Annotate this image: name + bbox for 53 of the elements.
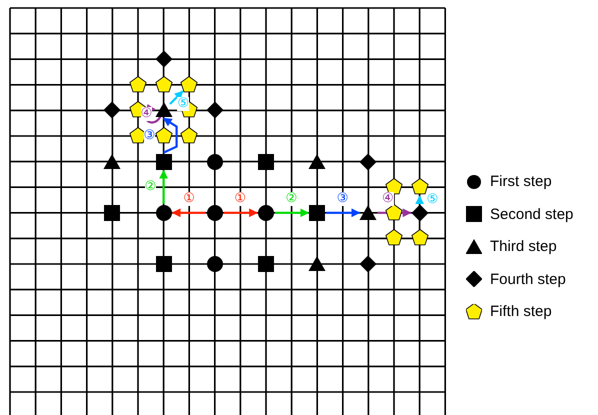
pentagon-marker [410, 229, 429, 248]
arrow [377, 208, 412, 218]
diamond-marker [359, 152, 378, 171]
step-number: ③ [144, 129, 156, 143]
pentagon-marker [385, 229, 403, 248]
step-number: ④ [140, 107, 152, 122]
arrow [275, 208, 310, 218]
step-number: ① [183, 192, 195, 206]
arrow [159, 170, 168, 204]
arrow [415, 195, 424, 204]
step-number: ② [286, 192, 298, 206]
square-marker [103, 204, 122, 222]
pentagon-marker [154, 127, 173, 145]
arrow [169, 90, 184, 105]
step-number: ③ [336, 192, 348, 206]
step-number: ④ [382, 192, 394, 206]
legend-text: Third step [490, 238, 557, 255]
triangle-marker [359, 204, 378, 222]
pentagon-marker [154, 76, 173, 94]
square-marker [257, 152, 275, 171]
legend-text: Fifth step [490, 303, 552, 320]
triangle-marker [308, 152, 326, 171]
step-number: ① [234, 192, 246, 206]
diamond-marker [410, 204, 429, 222]
square-marker [154, 255, 173, 273]
legend-text: Second step [490, 206, 574, 222]
legend-text: First step [490, 173, 552, 190]
arrow [172, 208, 206, 218]
arrow [326, 208, 360, 218]
diamond-marker [206, 101, 224, 120]
pentagon-marker [410, 178, 429, 196]
circle-marker [206, 152, 224, 171]
pentagon-marker [129, 76, 147, 94]
pentagon-marker [180, 76, 198, 94]
pentagon-marker [180, 127, 198, 145]
square-marker [154, 152, 173, 171]
triangle-marker [154, 101, 173, 120]
step-number: ⑤ [177, 96, 190, 111]
circle-marker [206, 204, 224, 222]
triangle-marker [103, 152, 122, 171]
legend-text: Fourth step [490, 270, 566, 288]
circle-marker [257, 204, 275, 222]
diamond-marker [103, 101, 122, 120]
diamond-marker [154, 50, 173, 68]
circle-marker [206, 255, 224, 273]
square-marker [257, 255, 275, 273]
pentagon-marker [385, 204, 403, 222]
circle-marker [154, 204, 173, 222]
square-marker [308, 204, 326, 222]
arrow [224, 208, 258, 218]
triangle-marker [308, 255, 326, 273]
arrow [162, 117, 178, 154]
diamond-marker [359, 255, 378, 273]
